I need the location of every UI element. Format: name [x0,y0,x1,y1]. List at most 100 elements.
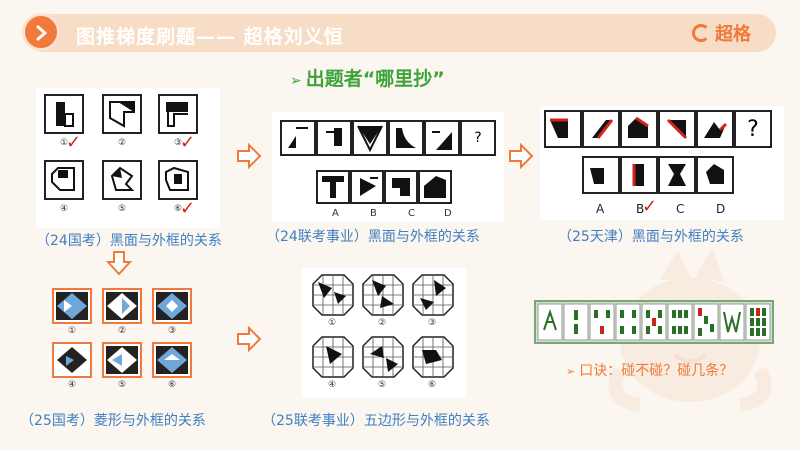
q-figure-1 [280,120,316,156]
figure-4-number: ④ [60,204,69,214]
brand-name: 超格 [715,24,751,45]
question-mark: ? [474,130,482,146]
figure-4 [44,160,84,200]
figure-2 [102,94,142,134]
subtitle-text: 出题者“哪里抄” [305,68,445,90]
figure-4 [312,336,354,378]
check-mark: ✓ [180,198,196,219]
options-row [316,170,476,206]
figure-1-number: ① [68,326,77,336]
figure-5-number: ⑤ [118,204,127,214]
caption-p3: （25天津）黑面与外框的关系 [558,229,744,245]
option-c-figure[interactable] [384,170,418,204]
option-b-label: B [370,208,377,219]
q-figure-4 [658,110,696,148]
chevron-right-icon [36,25,47,41]
figure-2-number: ② [118,138,127,148]
arrow-right-icon [509,143,534,169]
check-mark: ✓ [642,196,658,217]
option-b-figure[interactable] [350,170,384,204]
panel-24-guokao: ① ✓ ② ③ ✓ ④ ⑤ ⑥ ✓ [36,88,220,228]
page-subtitle: ➢出题者“哪里抄” [290,64,445,91]
figure-4-number: ④ [68,380,77,390]
check-mark: ✓ [66,132,82,153]
q-figure-placeholder: ? [734,110,772,148]
tip-arrow-icon: ➢ [566,365,576,378]
arrow-down-icon [106,251,132,276]
q-figure-2 [316,120,352,156]
tip-label: 口诀：碰不碰？碰几条？ [579,363,734,379]
arrow-right-icon [237,143,262,169]
header: 图推梯度刷题—— 超格刘义恒 超格 [0,0,800,62]
subtitle-arrow-icon: ➢ [290,73,302,89]
check-mark: ✓ [180,132,196,153]
question-mark: ? [747,116,759,142]
option-a-label: A [332,208,339,219]
figure-6-number: ⑥ [428,380,437,390]
figure-6 [158,160,198,200]
figure-1-number: ① [328,318,337,328]
figure-4 [52,342,92,378]
figure-3 [152,288,192,324]
q-figure-placeholder: ? [460,120,496,156]
brand-logo: 超格 [692,20,751,46]
caption-p1: （24国考）黑面与外框的关系 [36,233,222,249]
figure-2 [362,274,404,316]
option-c-figure[interactable] [658,156,696,194]
figure-3-number: ③ [174,138,183,148]
figure-2-number: ② [118,326,127,336]
option-b-label: B [636,202,645,216]
figure-1 [52,288,92,324]
option-c-label: C [676,202,685,216]
options-row [582,156,750,196]
figure-3 [158,94,198,134]
option-a-figure[interactable] [582,156,620,194]
figure-1 [44,94,84,134]
figure-5-number: ⑤ [378,380,387,390]
q-figure-3 [352,120,388,156]
panel-24-liankao: ? A B C D [272,112,504,222]
mahjong-tiles-panel [534,300,774,344]
panel-25-tianjin: ? A B ✓ C D [540,106,784,220]
option-c-label: C [408,208,415,219]
figure-5-number: ⑤ [118,380,127,390]
figure-6-number: ⑥ [168,380,177,390]
q-figure-3 [620,110,658,148]
figure-6 [152,342,192,378]
figure-6 [412,336,454,378]
header-band [24,14,776,52]
figure-4-number: ④ [328,380,337,390]
figure-3-number: ③ [428,318,437,328]
figure-2-number: ② [378,318,387,328]
nav-chevron-button[interactable] [22,13,60,51]
question-row: ? [280,120,496,160]
option-a-figure[interactable] [316,170,350,204]
tip-text: ➢口诀：碰不碰？碰几条？ [566,360,733,380]
option-a-label: A [596,202,605,216]
question-row: ? [544,110,780,150]
caption-p5: （25联考事业）五边形与外框的关系 [262,413,490,429]
figure-3-number: ③ [168,326,177,336]
caption-p4: （25国考）菱形与外框的关系 [20,413,206,429]
figure-3 [412,274,454,316]
q-figure-1 [544,110,582,148]
header-title: 图推梯度刷题—— 超格刘义恒 [76,26,344,48]
figure-5 [102,160,142,200]
panel-25-liankao: ① ② ③ ④ ⑤ ⑥ [302,268,466,398]
brand-icon [692,24,710,42]
q-figure-5 [424,120,460,156]
figure-5 [362,336,404,378]
figure-2 [102,288,142,324]
figure-5 [102,342,142,378]
option-d-label: D [716,202,726,216]
q-figure-4 [388,120,424,156]
mahjong-tiles-icon [537,303,771,341]
option-b-figure[interactable] [620,156,658,194]
figure-6-number: ⑥ [174,204,183,214]
option-d-figure[interactable] [418,170,452,204]
option-d-figure[interactable] [696,156,734,194]
q-figure-2 [582,110,620,148]
caption-p2: （24联考事业）黑面与外框的关系 [266,229,480,245]
option-d-label: D [444,208,452,219]
arrow-right-icon [237,326,262,352]
